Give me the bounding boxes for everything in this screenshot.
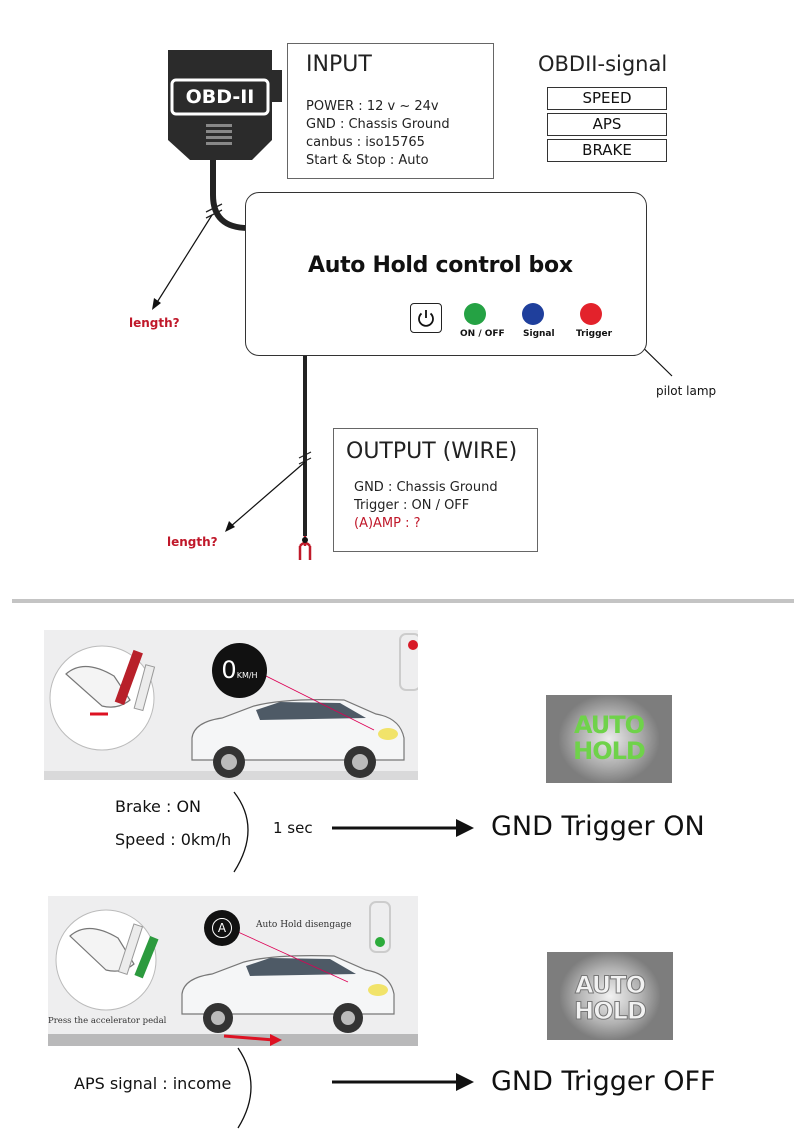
input-title: INPUT	[306, 52, 372, 77]
pilot-lamp-label: pilot lamp	[656, 384, 717, 398]
lamp-on-off	[464, 303, 486, 325]
scenario-on-connectors	[233, 791, 474, 873]
auto-hold-badge-on: AUTO HOLD	[546, 695, 672, 783]
control-box: Auto Hold control box ON / OFF Signal Tr…	[245, 192, 647, 356]
auto-hold-off-line1: AUTO	[574, 971, 646, 999]
input-line: GND : Chassis Ground	[306, 117, 450, 132]
auto-hold-off-line2: HOLD	[574, 997, 648, 1025]
speed-badge-number: 0	[221, 656, 237, 684]
length-label-2: length?	[167, 535, 218, 549]
auto-hold-on-line2: HOLD	[573, 737, 646, 765]
input-line: Start & Stop : Auto	[306, 153, 429, 168]
pedal-caption: Press the accelerator pedal	[48, 1016, 167, 1026]
lamp-trigger-label: Trigger	[576, 329, 613, 339]
output-box: OUTPUT (WIRE) GND : Chassis Ground Trigg…	[333, 428, 538, 552]
brake-car-illustration	[44, 633, 421, 780]
scenario-on-panel: 0KM/H	[44, 630, 421, 780]
signal-brake: BRAKE	[547, 139, 667, 162]
signal-speed: SPEED	[547, 87, 667, 110]
control-box-title: Auto Hold control box	[308, 253, 573, 278]
speed-badge: 0KM/H	[212, 643, 267, 698]
output-line: GND : Chassis Ground	[354, 480, 498, 495]
output-line: Trigger : ON / OFF	[354, 498, 470, 513]
section-divider	[12, 599, 794, 603]
auto-hold-on-line1: AUTO	[573, 711, 645, 739]
lamp-on-off-label: ON / OFF	[460, 329, 505, 339]
power-button-icon[interactable]	[410, 303, 442, 333]
obd-connector-label: OBD-II	[185, 86, 255, 108]
disengage-label: Auto Hold disengage	[256, 920, 352, 930]
lamp-signal-label: Signal	[523, 329, 555, 339]
condition-brake: Brake : ON	[115, 797, 202, 816]
input-line: canbus : iso15765	[306, 135, 425, 150]
input-box: INPUT POWER : 12 v ~ 24v GND : Chassis G…	[287, 43, 494, 179]
accelerator-car-illustration	[48, 901, 418, 1046]
condition-speed: Speed : 0km/h	[115, 830, 232, 849]
output-line-amp: (A)AMP : ?	[354, 516, 421, 531]
lamp-trigger	[580, 303, 602, 325]
auto-hold-icon: A	[204, 910, 240, 946]
result-trigger-on: GND Trigger ON	[491, 811, 705, 842]
condition-aps: APS signal : income	[74, 1074, 232, 1093]
auto-hold-icon-letter: A	[212, 918, 232, 938]
lamp-signal	[522, 303, 544, 325]
auto-hold-badge-off: AUTO HOLD	[547, 952, 673, 1040]
result-trigger-off: GND Trigger OFF	[491, 1066, 716, 1097]
delay-label: 1 sec	[273, 819, 313, 837]
input-line: POWER : 12 v ~ 24v	[306, 99, 439, 114]
signal-aps: APS	[547, 113, 667, 136]
scenario-off-panel: A Auto Hold disengage Press the accelera…	[48, 896, 418, 1046]
obd-plug-icon	[168, 50, 282, 160]
speed-badge-unit: KM/H	[236, 671, 258, 680]
length-label-1: length?	[129, 316, 180, 330]
wiring-diagram	[152, 50, 673, 560]
obd-signal-title: OBDII-signal	[538, 52, 668, 76]
output-title: OUTPUT (WIRE)	[346, 439, 518, 464]
scenario-off-connectors	[237, 1047, 474, 1129]
